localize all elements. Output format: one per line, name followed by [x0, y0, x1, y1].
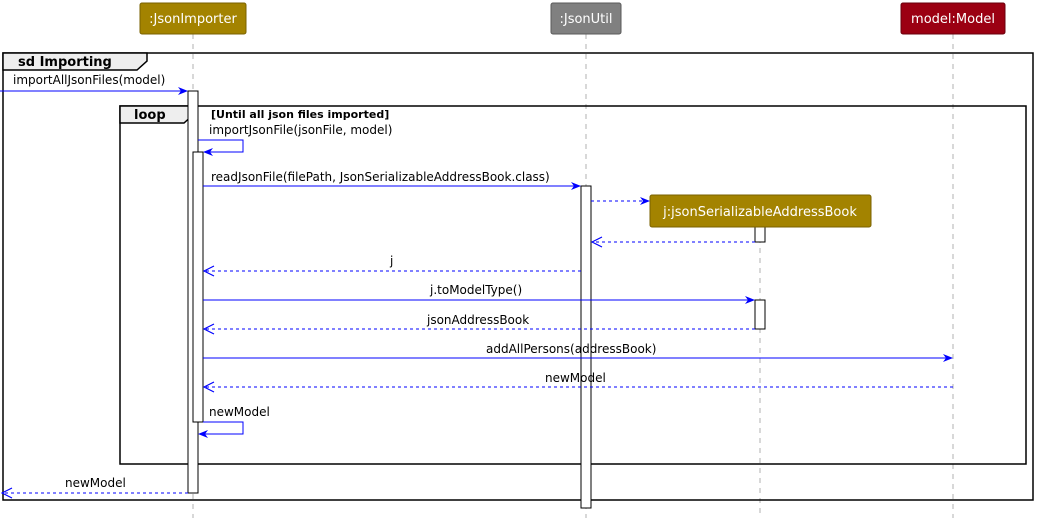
participant-util-label: :JsonUtil [559, 12, 612, 27]
outer-frame [2, 52, 1034, 501]
participant-importer-label: :JsonImporter [149, 12, 237, 27]
loop-frame [119, 105, 1027, 465]
msg-import-json-arrow [198, 139, 244, 156]
participant-model[interactable]: model:Model [900, 2, 1006, 35]
participant-util[interactable]: :JsonUtil [550, 2, 622, 35]
msg-read-json-label: readJsonFile(filePath, JsonSerializableA… [211, 170, 550, 184]
msg-add-all-label: addAllPersons(addressBook) [486, 342, 656, 356]
loop-frame-label: loop [134, 108, 166, 123]
participant-importer[interactable]: :JsonImporter [139, 2, 247, 35]
msg-final-return-label: newModel [65, 476, 126, 490]
participant-jsab-label: j:jsonSerializableAddressBook [662, 205, 857, 220]
msg-self-nm-arrow [198, 421, 244, 438]
msg-return-j-label: j [389, 254, 393, 268]
msg-to-model-label: j.toModelType() [429, 283, 522, 297]
outer-frame-tab [2, 52, 148, 71]
outer-frame-label: sd Importing [18, 55, 112, 70]
msg-return-ab-label: jsonAddressBook [426, 313, 529, 327]
participant-jsab[interactable]: j:jsonSerializableAddressBook [649, 194, 872, 228]
activation-importer-nested [192, 151, 204, 423]
msg-import-all-label: importAllJsonFiles(model) [13, 73, 165, 87]
msg-import-json-label: importJsonFile(jsonFile, model) [209, 123, 392, 137]
msg-return-nm-label: newModel [545, 371, 606, 385]
activation-jsab-2 [754, 299, 766, 330]
activation-jsab-1 [754, 226, 766, 243]
msg-self-nm-label: newModel [209, 405, 270, 419]
loop-guard: [Until all json files imported] [211, 108, 389, 121]
activation-util [580, 185, 592, 509]
participant-model-label: model:Model [911, 12, 995, 27]
